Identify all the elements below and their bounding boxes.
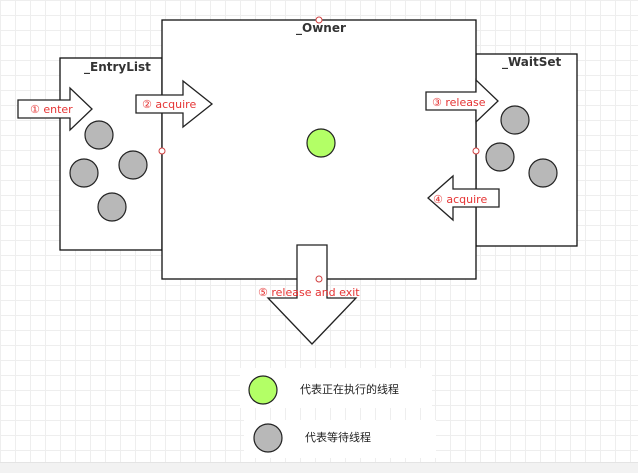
monitor-diagram: _EntryList _WaitSet _Owner ① enter ② acq… (17, 16, 578, 458)
connection-handle (158, 147, 166, 155)
release-exit-arrow-label: ⑤ release and exit (258, 286, 360, 299)
owner-box: _Owner (158, 16, 480, 280)
release-wait-arrow-label: ③ release (432, 96, 486, 109)
release-exit-arrow: ⑤ release and exit (258, 244, 360, 345)
waiting-thread (528, 158, 558, 188)
connection-handle (472, 147, 480, 155)
legend: 代表正在执行的线程 代表等待线程 (240, 368, 436, 458)
legend-running-swatch (248, 375, 278, 405)
waiting-thread (84, 120, 114, 150)
legend-running-label: 代表正在执行的线程 (300, 382, 399, 396)
waiting-thread (97, 192, 127, 222)
connection-handle (315, 275, 323, 283)
wait-set-label: _WaitSet (502, 55, 562, 70)
waiting-thread (118, 150, 148, 180)
wait-set-box: _WaitSet (475, 53, 578, 247)
bottom-bar (0, 462, 638, 473)
waiting-thread (485, 142, 515, 172)
legend-waiting-label: 代表等待线程 (305, 430, 371, 444)
acquire-wait-arrow: ④ acquire (427, 174, 500, 222)
running-thread (306, 128, 336, 158)
connection-handle (315, 16, 323, 24)
acquire-entry-arrow-label: ② acquire (142, 98, 196, 111)
acquire-wait-arrow-label: ④ acquire (433, 193, 487, 206)
waiting-thread (69, 158, 99, 188)
owner-label: _Owner (296, 21, 346, 36)
enter-arrow: ① enter (17, 86, 93, 132)
enter-arrow-label: ① enter (30, 103, 73, 116)
legend-waiting-swatch (253, 423, 283, 453)
entry-list-label: _EntryList (84, 60, 151, 75)
entry-list-box: _EntryList (59, 57, 163, 251)
acquire-entry-arrow: ② acquire (135, 79, 214, 129)
waiting-thread (500, 105, 530, 135)
release-wait-arrow: ③ release (425, 78, 499, 124)
